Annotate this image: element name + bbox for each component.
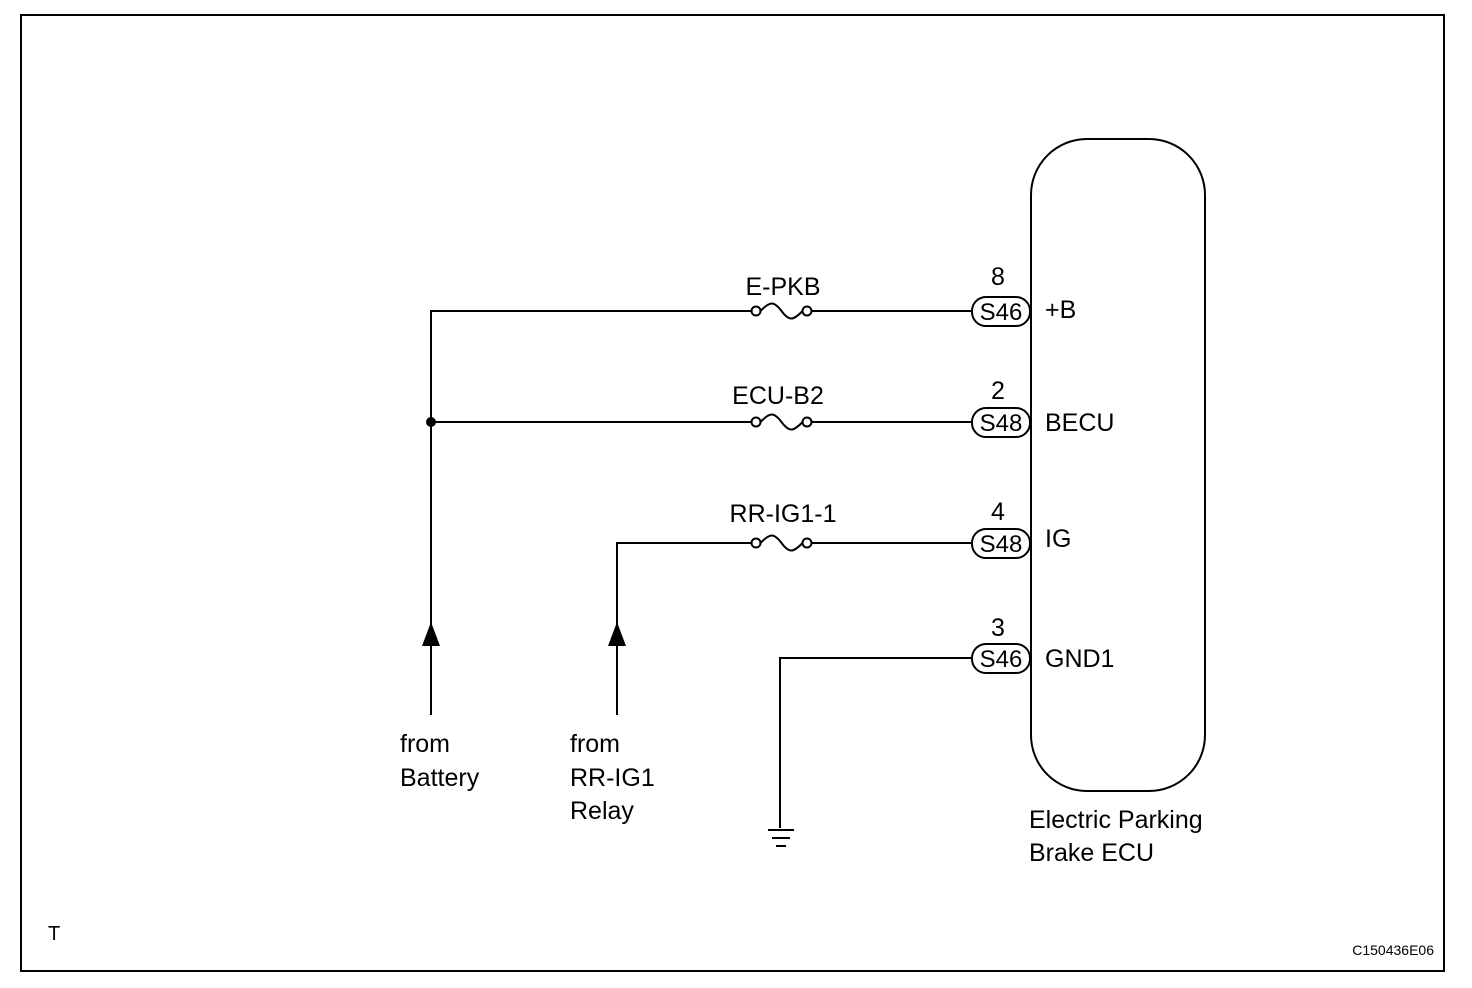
fuse-label-rr-ig1-1: RR-IG1-1	[730, 500, 837, 528]
connector-label: S48	[980, 410, 1023, 437]
diagram-frame	[20, 14, 1445, 972]
fuse-label-e-pkb: E-PKB	[745, 273, 820, 301]
connector-badge	[971, 643, 1031, 674]
pin-number: 3	[991, 614, 1005, 642]
battery-source-label: Battery	[400, 764, 480, 792]
fuse-e-pkb-icon	[750, 302, 813, 320]
ecu-name-label: Electric Parking	[1029, 806, 1203, 834]
figure-code: C150436E06	[1352, 942, 1434, 958]
relay-source-label: Relay	[570, 797, 634, 825]
pin-number: 4	[991, 498, 1005, 526]
relay-source-label: from	[570, 730, 620, 758]
battery-arrow-icon	[422, 622, 440, 646]
battery-wire	[430, 310, 752, 715]
connector-badge	[971, 296, 1031, 327]
terminal-label: GND1	[1045, 645, 1114, 673]
junction-dot	[426, 417, 436, 427]
pin-number: 8	[991, 263, 1005, 291]
corner-mark: T	[48, 923, 60, 945]
connector-badge	[971, 528, 1031, 559]
connector-label: S46	[980, 646, 1023, 673]
ground-wire	[779, 657, 972, 828]
ground-symbol	[768, 829, 794, 847]
connector-label: S48	[980, 531, 1023, 558]
battery-source-label: from	[400, 730, 450, 758]
fuse-label-ecu-b2: ECU-B2	[732, 382, 824, 410]
connector-badge	[971, 407, 1031, 438]
ecu-body	[1030, 138, 1206, 792]
connector-label: S46	[980, 299, 1023, 326]
relay-arrow-icon	[608, 622, 626, 646]
fuse-rr-ig1-1-icon	[750, 534, 813, 552]
relay-wire	[616, 542, 752, 715]
relay-source-label: RR-IG1	[570, 764, 655, 792]
ecu-name-label: Brake ECU	[1029, 839, 1154, 867]
pin-number: 2	[991, 377, 1005, 405]
terminal-label: +B	[1045, 296, 1076, 324]
terminal-label: IG	[1045, 525, 1071, 553]
fuse-ecu-b2-icon	[750, 413, 813, 431]
terminal-label: BECU	[1045, 409, 1114, 437]
